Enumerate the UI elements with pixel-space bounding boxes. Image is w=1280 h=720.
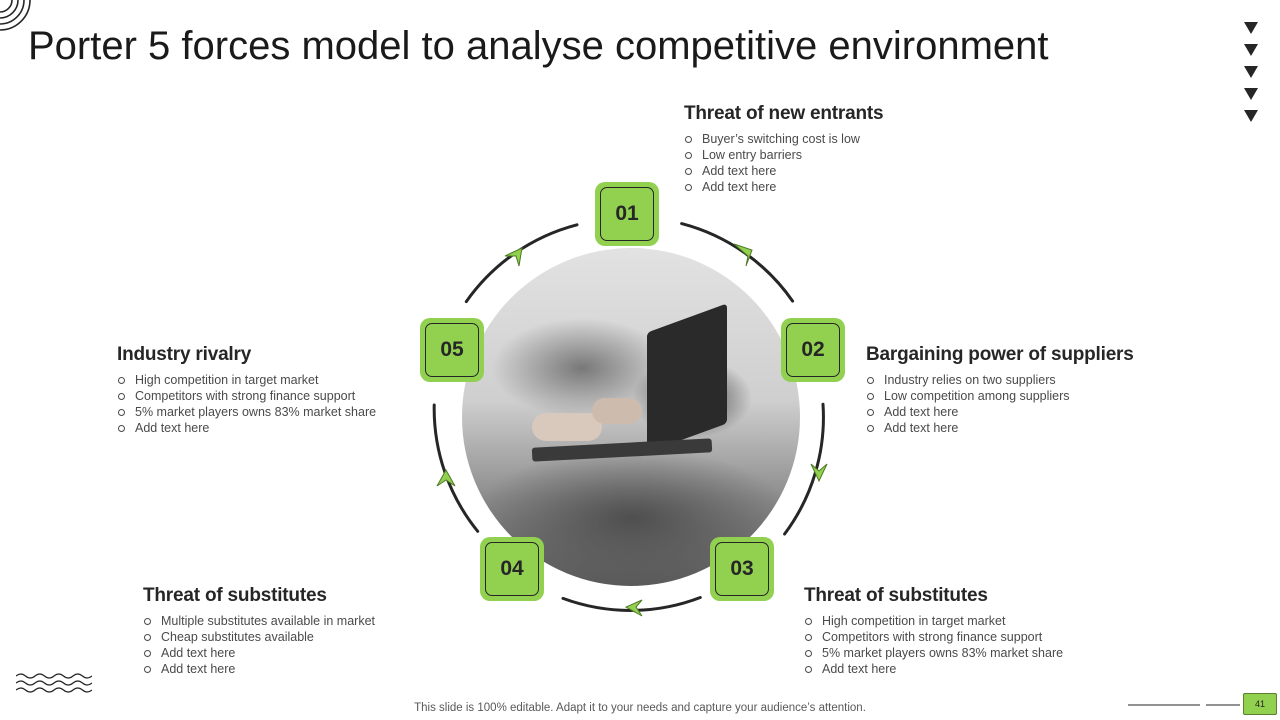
arrow-03-04-icon: [624, 599, 643, 617]
triangle-down-icon: [1244, 44, 1258, 56]
block-heading: Bargaining power of suppliers: [866, 344, 1134, 365]
triangle-down-icon: [1244, 66, 1258, 78]
list-item: Multiple substitutes available in market: [143, 613, 375, 629]
block-new-entrants: Threat of new entrants Buyer’s switching…: [684, 103, 884, 195]
list-item: Competitors with strong finance support: [117, 388, 376, 404]
list-item: Add text here: [117, 420, 376, 436]
arrow-04-05-icon: [436, 468, 456, 487]
page-number: 41: [1243, 693, 1277, 715]
hand-shape: [592, 398, 642, 424]
block-substitutes-right: Threat of substitutes High competition i…: [804, 585, 1063, 677]
list-item: High competition in target market: [804, 613, 1063, 629]
node-04: 04: [480, 537, 544, 601]
list-item: Add text here: [684, 179, 883, 195]
ring-arc-02-03: [783, 402, 825, 536]
bullet-list: Industry relies on two suppliers Low com…: [866, 372, 1134, 436]
list-item: Competitors with strong finance support: [804, 629, 1063, 645]
block-substitutes-left: Threat of substitutes Multiple substitut…: [143, 585, 375, 677]
triangle-down-icon: [1244, 88, 1258, 100]
node-01: 01: [595, 182, 659, 246]
list-item: Buyer’s switching cost is low: [684, 131, 883, 147]
list-item: Industry relies on two suppliers: [866, 372, 1134, 388]
list-item: Low competition among suppliers: [866, 388, 1134, 404]
block-heading: Threat of substitutes: [143, 585, 327, 606]
bullet-list: Buyer’s switching cost is low Low entry …: [684, 131, 883, 195]
corner-arcs-decoration: [0, 0, 31, 31]
arrow-05-01-icon: [504, 247, 523, 267]
list-item: Add text here: [804, 661, 1063, 677]
ring-arc-04-05: [432, 403, 480, 533]
node-05: 05: [420, 318, 484, 382]
triangle-down-icon: [1244, 110, 1258, 122]
node-label: 03: [715, 542, 769, 596]
list-item: Add text here: [143, 661, 375, 677]
list-item: High competition in target market: [117, 372, 376, 388]
node-label: 01: [600, 187, 654, 241]
node-label: 02: [786, 323, 840, 377]
block-heading: Industry rivalry: [117, 344, 252, 365]
block-industry-rivalry: Industry rivalry High competition in tar…: [117, 344, 376, 436]
list-item: 5% market players owns 83% market share: [117, 404, 376, 420]
node-label: 05: [425, 323, 479, 377]
arrow-01-02-icon: [733, 243, 753, 267]
block-suppliers: Bargaining power of suppliers Industry r…: [866, 344, 1134, 436]
ring-arc-05-01: [464, 223, 579, 304]
list-item: Add text here: [866, 404, 1134, 420]
node-03: 03: [710, 537, 774, 601]
wave-lines-decoration: [16, 673, 92, 693]
block-heading: Threat of substitutes: [804, 585, 988, 606]
page-title: Porter 5 forces model to analyse competi…: [28, 24, 1049, 68]
footer-note: This slide is 100% editable. Adapt it to…: [414, 702, 866, 714]
ring-arc-01-02: [680, 222, 795, 303]
node-label: 04: [485, 542, 539, 596]
list-item: Add text here: [684, 163, 883, 179]
list-item: Low entry barriers: [684, 147, 883, 163]
bullet-list: High competition in target market Compet…: [117, 372, 376, 436]
hand-shape: [532, 413, 602, 441]
bullet-list: Multiple substitutes available in market…: [143, 613, 375, 677]
bullet-list: High competition in target market Compet…: [804, 613, 1063, 677]
block-heading: Threat of new entrants: [684, 103, 884, 124]
node-02: 02: [781, 318, 845, 382]
list-item: Cheap substitutes available: [143, 629, 375, 645]
list-item: Add text here: [866, 420, 1134, 436]
arrow-02-03-icon: [810, 463, 828, 483]
center-photo: [462, 248, 800, 586]
footer-lines-decoration: [1128, 704, 1240, 706]
list-item: 5% market players owns 83% market share: [804, 645, 1063, 661]
side-triangle-decoration: [1244, 22, 1266, 132]
list-item: Add text here: [143, 645, 375, 661]
triangle-down-icon: [1244, 22, 1258, 34]
